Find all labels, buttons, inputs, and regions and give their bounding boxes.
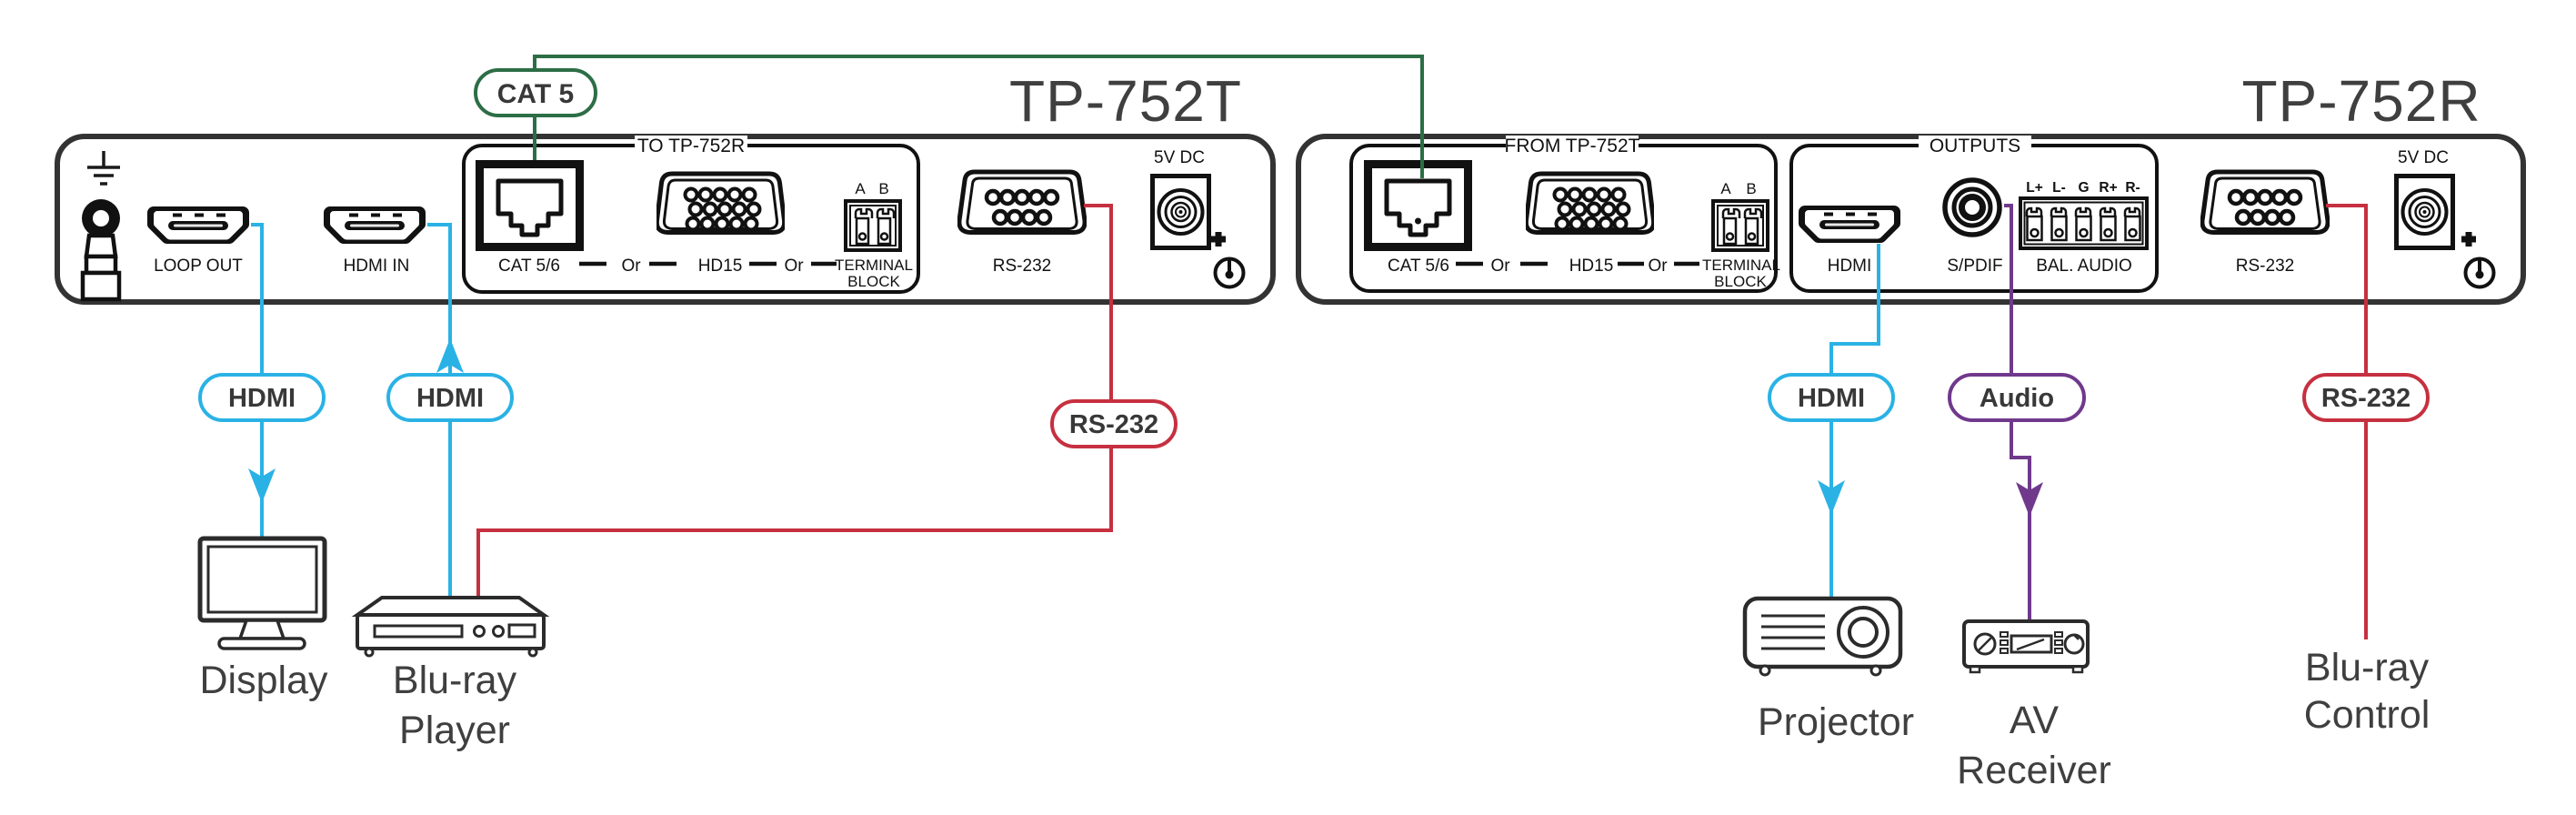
tx-or-label-2: Or (784, 257, 804, 276)
rx-or-label-1: Or (1490, 257, 1510, 276)
ground-lug-icon (80, 199, 122, 302)
rx-cat5-label: CAT 5/6 (1388, 257, 1449, 276)
rx-terminal-block-icon (1711, 199, 1769, 252)
bal-audio-label: BAL. AUDIO (2036, 257, 2132, 276)
tx-terminal-a-label: A (855, 180, 866, 197)
arrow-down-display-icon (248, 468, 276, 503)
projector-label: Projector (1758, 700, 1914, 744)
hdmi-badge-source: HDMI (386, 373, 514, 422)
rx-terminal-label-2: BLOCK (1714, 273, 1767, 290)
hdmi-badge-display: HDMI (198, 373, 326, 422)
av-receiver-label-1: AV (2010, 699, 2059, 742)
tx-rs232-label: RS-232 (993, 257, 1051, 276)
av-receiver-icon (1962, 619, 2090, 674)
rx-power-polarity-icon (2461, 232, 2496, 289)
hdmi-cable-from-bluray (427, 223, 452, 599)
hdmi-badge-source-label: HDMI (416, 384, 484, 413)
rx-terminal-b-label: B (1746, 180, 1756, 197)
display-label: Display (200, 659, 328, 702)
receiver-panel (1296, 134, 2526, 305)
rs232-cable-rx (2326, 204, 2368, 639)
tx-terminal-label-1: TERMINAL (835, 257, 913, 274)
rs232-badge-rx: RS-232 (2302, 373, 2430, 422)
tx-rs232-port-icon (959, 172, 1085, 233)
hdmi-badge-projector-label: HDMI (1798, 384, 1865, 413)
bal-pin-g-label: G (2078, 180, 2089, 196)
rx-group-label: FROM TP-752T (1505, 136, 1640, 156)
tx-group-label: TO TP-752R (637, 136, 745, 156)
rx-power-jack-icon (2397, 176, 2453, 248)
rs232-badge-rx-label: RS-232 (2321, 384, 2411, 413)
bluray-player-label-1: Blu-ray (393, 659, 517, 702)
bal-pin-lplus-label: L+ (2026, 180, 2043, 196)
bluray-player-icon (351, 596, 550, 658)
rs232-cable-tx (476, 204, 1113, 601)
loop-out-label: LOOP OUT (154, 257, 243, 276)
tx-terminal-block-icon (844, 199, 902, 252)
hdmi-cable-to-display (251, 223, 264, 538)
arrow-down-projector-icon (1818, 480, 1845, 515)
rs232-badge-tx: RS-232 (1050, 399, 1178, 448)
transmitter-title: TP-752T (1009, 68, 1242, 134)
rx-box-label-mask (1506, 136, 1639, 156)
tx-or-label-1: Or (621, 257, 641, 276)
tx-terminal-b-label: B (878, 180, 888, 197)
rx-terminal-label-1: TERMINAL (1702, 257, 1780, 274)
hdmi-badge-display-label: HDMI (228, 384, 296, 413)
tx-power-jack-icon (1153, 176, 1209, 248)
receiver-title: TP-752R (2241, 68, 2481, 134)
hdmi-in-label: HDMI IN (344, 257, 410, 276)
bluray-player-label-2: Player (399, 709, 510, 752)
rx-terminal-a-label: A (1720, 180, 1731, 197)
loop-out-port-icon (147, 206, 249, 245)
bluray-control-label-2: Control (2304, 693, 2431, 737)
tx-power-label: 5V DC (1154, 148, 1205, 167)
bal-audio-port-icon (2019, 196, 2149, 250)
av-receiver-label-2: Receiver (1957, 749, 2111, 792)
tx-terminal-label-2: BLOCK (847, 273, 900, 290)
tx-box-label-mask (635, 136, 747, 156)
cat5-badge-label: CAT 5 (497, 79, 574, 109)
hdmi-in-port-icon (324, 206, 426, 245)
rx-hdmi-out-port-icon (1799, 206, 1900, 244)
rx-rs232-port-icon (2202, 172, 2328, 233)
projector-icon (1742, 596, 1903, 677)
outputs-box-label-mask (1919, 136, 2031, 156)
rx-rs232-label: RS-232 (2236, 257, 2294, 276)
hdmi-badge-projector: HDMI (1768, 373, 1895, 422)
bal-pin-rminus-label: R- (2125, 180, 2140, 196)
rx-or-label-2: Or (1648, 257, 1668, 276)
bluray-control-label-1: Blu-ray (2305, 646, 2430, 689)
spdif-port-icon (1942, 177, 2002, 237)
arrow-up-hdmi-in-icon (436, 338, 464, 373)
display-icon (197, 536, 327, 650)
tx-power-polarity-icon (1211, 232, 1246, 289)
tx-cat5-port-icon (480, 165, 580, 247)
cat5-badge: CAT 5 (474, 68, 597, 117)
ground-icon (87, 151, 120, 186)
spdif-label: S/PDIF (1947, 257, 2002, 276)
hdmi-cable-to-projector (1829, 244, 1880, 598)
rs232-badge-tx-label: RS-232 (1069, 410, 1158, 439)
rx-cat5-port-dot (1415, 217, 1421, 225)
audio-badge-label: Audio (1980, 384, 2054, 413)
tx-hd15-label: HD15 (698, 257, 743, 276)
tx-cat5-label: CAT 5/6 (498, 257, 560, 276)
outputs-group-label: OUTPUTS (1929, 136, 2020, 156)
bal-pin-rplus-label: R+ (2099, 180, 2117, 196)
tx-hd15-port-icon (657, 174, 784, 233)
rx-power-label: 5V DC (2398, 148, 2449, 167)
arrow-down-receiver-icon (2016, 482, 2043, 517)
rx-hdmi-label: HDMI (1828, 257, 1872, 276)
rx-cat5-port-icon (1368, 165, 1468, 247)
bal-pin-lminus-label: L- (2052, 180, 2066, 196)
rx-hd15-label: HD15 (1569, 257, 1614, 276)
rx-hd15-port-icon (1526, 174, 1653, 233)
audio-badge: Audio (1948, 373, 2086, 422)
